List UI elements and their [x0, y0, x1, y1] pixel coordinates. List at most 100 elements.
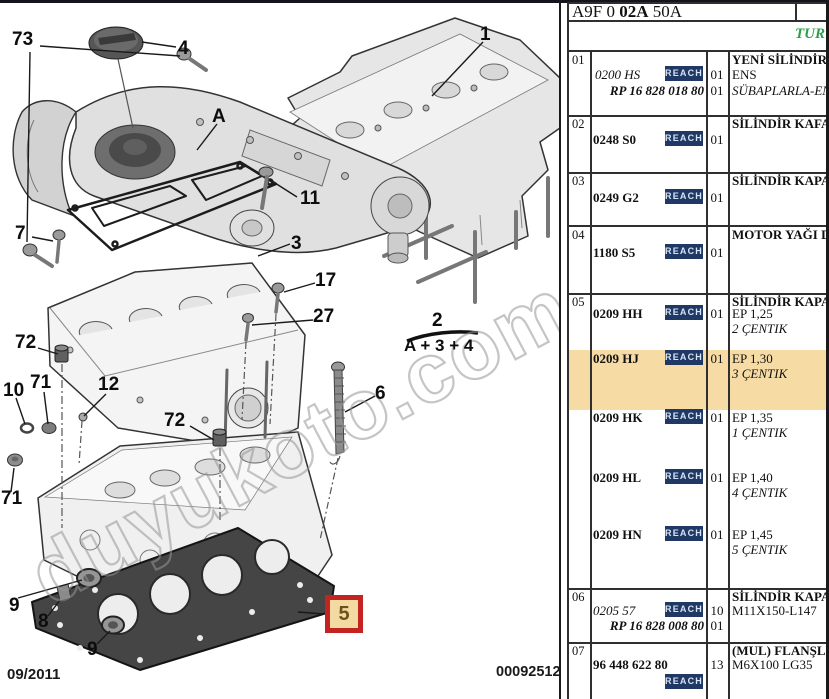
part-label-73: 73: [12, 29, 34, 50]
part-code: 0209 HK: [593, 410, 643, 425]
row-title: SİLİNDİR KAPA: [732, 589, 829, 604]
language-label: TUR: [795, 26, 825, 42]
camshaft-housing-part: [47, 262, 306, 451]
cylinder-head-part: [272, 17, 561, 304]
row-title: YENİ SİLİNDİR: [732, 52, 827, 67]
ref-number: 01: [572, 53, 585, 67]
reach-badge[interactable]: REACH: [665, 305, 703, 320]
reach-badge[interactable]: REACH: [665, 244, 703, 259]
reach-badge[interactable]: REACH: [665, 66, 703, 81]
part-label-9b: 9: [87, 639, 98, 660]
desc: EP 1,45: [732, 527, 773, 542]
reach-badge[interactable]: REACH: [665, 526, 703, 541]
grid-line: [567, 293, 829, 295]
qty: 01: [710, 190, 724, 205]
reach-badge[interactable]: REACH: [665, 409, 703, 424]
parts-table: A9F 0 02A 50A TUR 01 YENİ SİLİNDİR 0200 …: [567, 0, 829, 699]
reach-badge[interactable]: REACH: [665, 602, 703, 617]
part-label-12: 12: [98, 374, 120, 395]
part-label-1: 1: [480, 24, 491, 45]
ref-number: 03: [572, 174, 585, 188]
part-label-11: 11: [300, 188, 321, 209]
part-code: 0205 57: [593, 603, 636, 618]
desc: SÜBAPLARLA-EN: [732, 83, 829, 98]
part-label-10: 10: [3, 380, 25, 401]
part-code: 0200 HS: [595, 67, 641, 82]
desc: EP 1,40: [732, 470, 773, 485]
qty: 01: [710, 470, 724, 485]
part-label-27: 27: [313, 306, 335, 327]
exploded-diagram: duyukoto.com: [7, 17, 588, 671]
qty: 01: [710, 67, 724, 82]
part-label-17: 17: [315, 270, 337, 291]
row-title: SİLİNDİR KAFA: [732, 116, 829, 131]
row-title: SİLİNDİR KAPA: [732, 294, 829, 309]
part-code: 0209 HJ: [593, 351, 639, 366]
drawing-number: 00092512: [496, 664, 561, 680]
desc: 1 ÇENTIK: [732, 425, 788, 440]
part-label-A: A: [212, 106, 226, 127]
qty: 01: [710, 410, 724, 425]
desc: EP 1,35: [732, 410, 773, 425]
grid-line: [567, 20, 829, 22]
ref-number: 05: [572, 295, 585, 309]
qty: 01: [710, 351, 724, 366]
reach-badge[interactable]: REACH: [665, 189, 703, 204]
part-label-72a: 72: [15, 332, 37, 353]
part-label-3: 3: [291, 233, 302, 254]
ref-number: 07: [572, 644, 585, 658]
desc: 2 ÇENTIK: [732, 321, 788, 336]
desc: 3 ÇENTIK: [732, 366, 788, 381]
qty: 01: [710, 132, 724, 147]
part-code: 0249 G2: [593, 190, 639, 205]
part-code: RP 16 828 018 80: [609, 83, 704, 98]
qty: 01: [710, 618, 724, 633]
qty: 13: [710, 657, 724, 672]
reach-badge[interactable]: REACH: [665, 131, 703, 146]
part-code: 0209 HL: [593, 470, 642, 485]
ref-number: 02: [572, 117, 585, 131]
part-label-71b: 71: [1, 488, 23, 509]
desc: EP 1,25: [732, 306, 773, 321]
grid-line: [567, 642, 829, 644]
grid-line: [567, 2, 829, 4]
ref-number: 04: [572, 228, 585, 242]
top-border: [0, 0, 829, 3]
part-label-6: 6: [375, 383, 386, 404]
grid-line: [706, 50, 708, 699]
qty: 01: [710, 306, 724, 321]
date-code: 09/2011: [7, 666, 61, 683]
row-title: (MUL) FLANŞLI: [732, 643, 829, 658]
part-code: RP 16 828 008 80: [609, 618, 704, 633]
grid-line: [567, 588, 829, 590]
formula-text: A + 3 + 4: [404, 336, 474, 355]
desc: ENS: [732, 67, 757, 82]
part-code: 1180 S5: [593, 245, 636, 260]
grid-line: [567, 115, 829, 117]
part-label-7: 7: [15, 223, 26, 244]
grid-line: [567, 225, 829, 227]
desc: M6X100 LG35: [732, 657, 813, 672]
desc: M11X150-L147: [732, 603, 817, 618]
reach-badge[interactable]: REACH: [665, 350, 703, 365]
ref-number: 06: [572, 590, 585, 604]
reach-badge[interactable]: REACH: [665, 674, 703, 689]
grid-line: [795, 2, 797, 20]
fasteners-and-seals: [7, 47, 346, 635]
part-code: 96 448 622 80: [593, 657, 668, 672]
qty: 01: [710, 245, 724, 260]
row-title: MOTOR YAĞI D: [732, 227, 829, 242]
part-label-2: 2: [432, 310, 443, 331]
part-code: 0248 S0: [593, 132, 636, 147]
qty: 10: [710, 603, 724, 618]
reach-badge[interactable]: REACH: [665, 469, 703, 484]
selected-part-label-5[interactable]: 5: [325, 595, 363, 633]
exploded-diagram-panel: duyukoto.com 73 4 A 1 11 3 7 17 27 2 A +…: [1, 17, 588, 683]
row-title: SİLİNDİR KAPA: [732, 173, 829, 188]
part-label-72b: 72: [164, 410, 186, 431]
part-code: 0209 HN: [593, 527, 642, 542]
panel-divider: [559, 0, 561, 699]
right-border: [826, 0, 829, 699]
grid-line: [567, 50, 829, 52]
grid-line: [728, 50, 730, 699]
